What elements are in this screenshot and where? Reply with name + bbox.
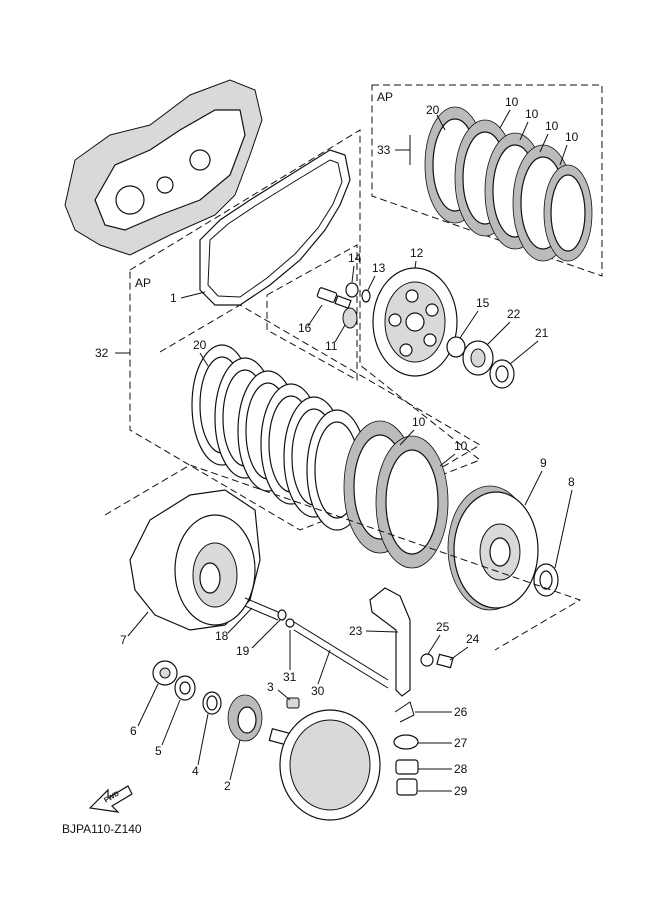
push-rod-assembly: [244, 597, 389, 709]
callout-8: 8: [568, 475, 575, 489]
small-parts-26-29: [393, 701, 419, 796]
ap-box-32: AP: [129, 129, 481, 531]
circlip-4: [202, 691, 222, 715]
plate-stack: [191, 344, 449, 569]
pressure-plate-12: [372, 267, 458, 377]
callout-30: 30: [311, 684, 325, 698]
callout-2: 2: [224, 779, 231, 793]
callout-23: 23: [349, 624, 363, 638]
gasket-1: [199, 149, 351, 306]
callout-9: 9: [540, 456, 547, 470]
callout-27: 27: [454, 736, 468, 750]
washer-5: [174, 675, 196, 701]
ap-label-top: AP: [377, 90, 393, 104]
callout-21: 21: [535, 326, 549, 340]
callout-10-c: 10: [545, 119, 559, 133]
oil-seal-6: [152, 660, 178, 686]
sub-box-housing: [104, 464, 582, 651]
callout-15: 15: [476, 296, 490, 310]
callout-14: 16: [298, 321, 312, 335]
callout-5: 5: [155, 744, 162, 758]
plate-8: [533, 563, 559, 597]
push-lever-23: [369, 587, 454, 697]
callout-13: 11: [325, 339, 338, 353]
crankcase-cover: [64, 79, 263, 256]
callout-12: 12: [410, 246, 424, 260]
diagram-code: BJPA110-Z140: [62, 822, 142, 836]
callout-31: 31: [283, 670, 297, 684]
callout-26: 26: [454, 705, 468, 719]
callout-24: 24: [466, 632, 480, 646]
callout-20-top: 20: [426, 103, 440, 117]
callout-25: 25: [436, 620, 450, 634]
bearing-15-22-21: [446, 336, 515, 389]
primary-drive-gear: [268, 709, 381, 821]
callout-10-e: 10: [454, 439, 468, 453]
callout-17: 13: [372, 261, 386, 275]
callout-22: 22: [507, 307, 521, 321]
clutch-housing-7: [129, 489, 261, 631]
callout-6: 6: [130, 724, 137, 738]
callout-10-d: 10: [565, 130, 579, 144]
spring-bolt-13-14: [316, 282, 371, 329]
callout-28: 28: [454, 762, 468, 776]
callout-16: 18: [215, 629, 229, 643]
callout-19: 19: [236, 644, 250, 658]
callout-4: 4: [192, 764, 199, 778]
gear-2: [227, 694, 263, 742]
callout-1: 1: [170, 291, 177, 305]
callout-32: 32: [95, 346, 109, 360]
primary-driven-gear-9: [447, 485, 539, 611]
ap-box-33: AP: [371, 84, 603, 277]
ap-label-left: AP: [135, 276, 151, 290]
callout-20-lower: 20: [193, 338, 207, 352]
callout-11: 10: [412, 415, 426, 429]
callout-29: 29: [454, 784, 468, 798]
callout-10-a: 10: [505, 95, 519, 109]
fwd-arrow-icon: FWD: [88, 785, 133, 813]
callout-18: 14: [348, 251, 362, 265]
sub-box-13-14: [266, 244, 358, 381]
callout-10-b: 10: [525, 107, 539, 121]
callouts: 1 33 20 10 10 10 10 14 13 12 16 11 15: [95, 95, 579, 798]
callout-33: 33: [377, 143, 391, 157]
callout-3: 3: [267, 680, 274, 694]
callout-7: 7: [120, 633, 127, 647]
plate-set-33: [424, 106, 593, 262]
